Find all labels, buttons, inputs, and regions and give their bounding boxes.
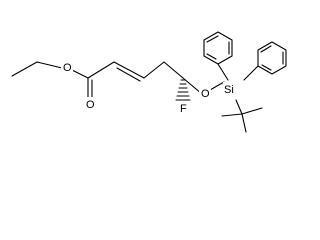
bond-tbu-me2 xyxy=(241,107,263,115)
svg-text:F: F xyxy=(180,103,187,115)
bond-tbu-me3 xyxy=(241,113,247,133)
bond-si-phenyl-left xyxy=(217,63,229,81)
svg-text:O: O xyxy=(63,62,72,74)
bond-c5-c6 xyxy=(182,77,203,95)
phenyl-ring-left xyxy=(203,31,233,65)
structure-canvas: O O F O Si xyxy=(11,31,287,133)
bond-tbu-me1 xyxy=(221,113,243,117)
bond-ethyl-ch2-o xyxy=(36,61,63,69)
bond-c4-c5 xyxy=(163,61,184,79)
svg-text:O: O xyxy=(201,88,210,100)
bond-c2-c3-double xyxy=(116,67,141,82)
atom-ether-oxygen: O xyxy=(199,86,211,100)
bond-ethyl-ch3 xyxy=(11,61,38,77)
atom-fluorine: F xyxy=(178,101,189,115)
bond-si-phenyl-right xyxy=(243,65,259,81)
bond-si-cquat xyxy=(235,99,243,115)
svg-text:Si: Si xyxy=(224,84,234,96)
svg-text:O: O xyxy=(86,99,95,111)
bond-c3-c4 xyxy=(143,61,165,79)
bond-o-si xyxy=(209,81,225,91)
bond-c2-c3 xyxy=(113,61,145,79)
atom-silicon: Si xyxy=(223,82,241,96)
atom-ester-oxygen: O xyxy=(61,60,73,74)
molecule-structure: O O F O Si xyxy=(11,31,287,133)
phenyl-ring-right xyxy=(257,41,287,75)
bond-c1-c2 xyxy=(87,61,115,79)
stereo-hash-bond xyxy=(175,79,191,101)
atom-carbonyl-oxygen: O xyxy=(84,97,96,111)
bond-o-carbonyl xyxy=(71,69,89,79)
